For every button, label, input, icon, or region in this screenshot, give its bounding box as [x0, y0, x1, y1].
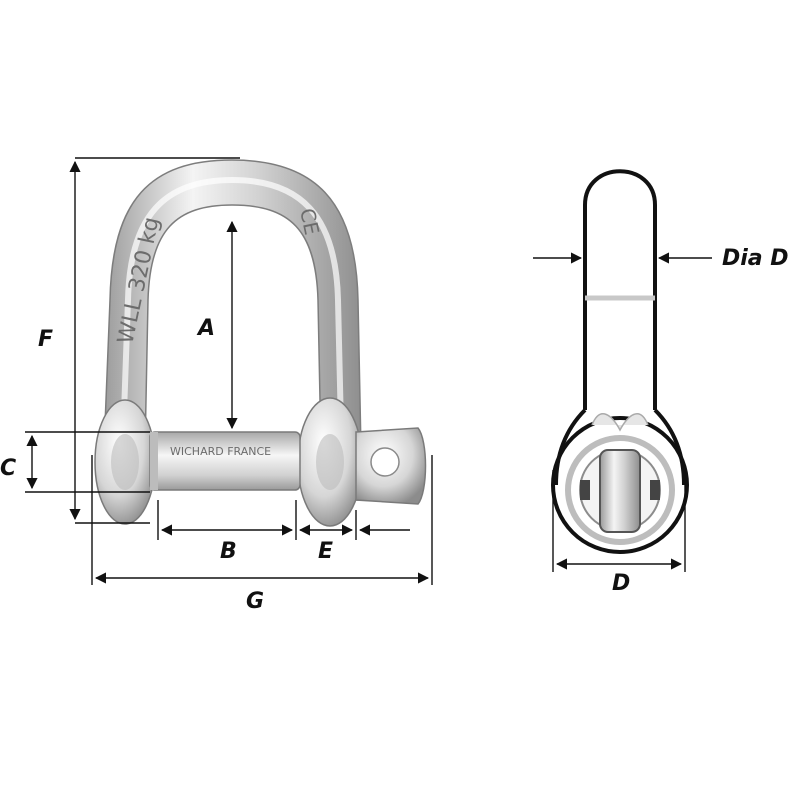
engraving-ce: CE	[295, 206, 324, 237]
shackle-side-view	[551, 169, 689, 554]
label-dia-d: Dia D	[722, 246, 789, 271]
front-dimensions	[25, 157, 433, 585]
label-b: B	[220, 539, 237, 564]
shackle-front-view: WLL 320 kg CE WICHARD FRANCE	[94, 159, 427, 527]
engraving-brand: WICHARD FRANCE	[170, 445, 271, 458]
side-view-pin-slot	[599, 449, 641, 533]
label-e: E	[318, 539, 333, 564]
side-view-shaft	[583, 169, 657, 410]
label-d: D	[612, 571, 630, 596]
label-f: F	[38, 327, 53, 352]
side-dimensions	[533, 252, 712, 572]
label-c: C	[0, 456, 16, 481]
label-a: A	[196, 316, 215, 341]
bow-highlight	[119, 176, 345, 471]
label-g: G	[246, 589, 264, 614]
pin-head-hole	[370, 447, 400, 477]
shackle-pin	[149, 431, 301, 491]
